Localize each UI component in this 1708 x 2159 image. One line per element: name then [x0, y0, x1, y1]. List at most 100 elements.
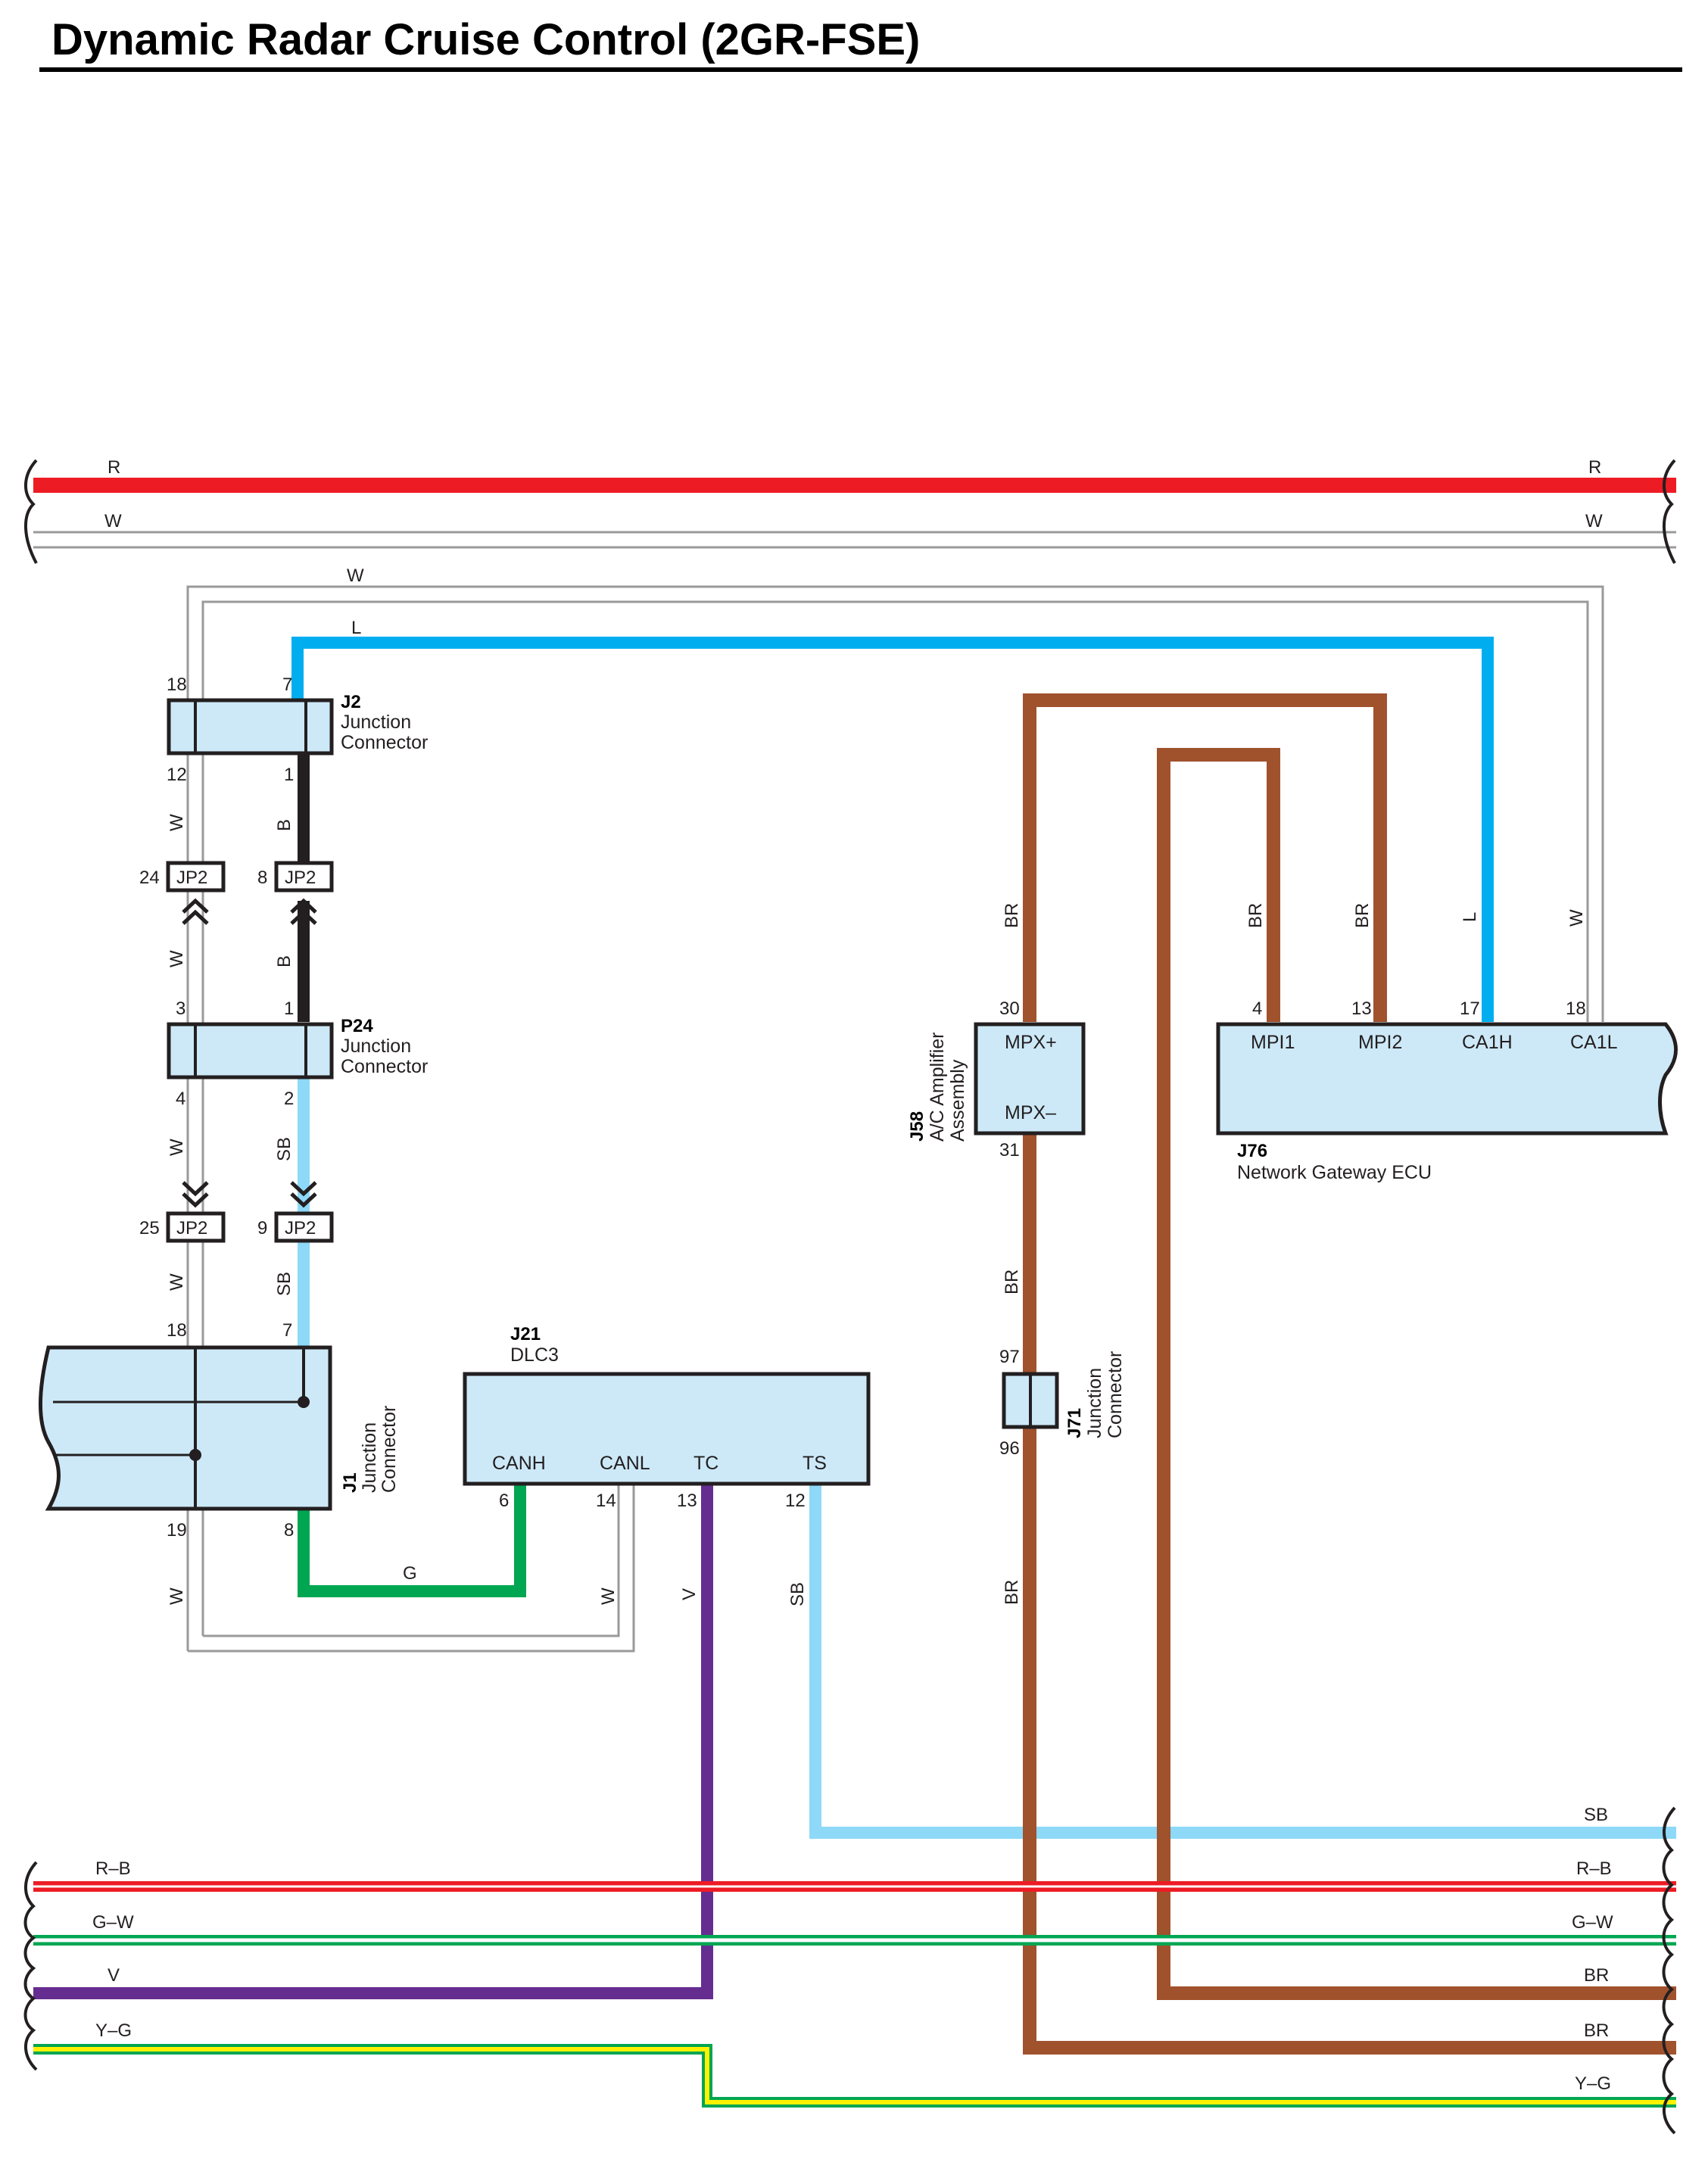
j21-id: J21	[510, 1324, 541, 1344]
jp2-8-id: JP2	[285, 868, 316, 888]
j21-pin-13: 13	[677, 1491, 697, 1511]
j21-term-canl: CANL	[600, 1453, 650, 1474]
wire-label-r-right: R	[1588, 457, 1601, 478]
jp2-8-pin: 8	[257, 868, 267, 888]
j2-pin-12: 12	[167, 765, 187, 785]
j58-term-mpx-plus: MPX+	[1005, 1032, 1057, 1053]
wire-label-v-1: V	[679, 1588, 700, 1600]
wire-label-sb-right: SB	[1584, 1805, 1608, 1825]
wire-label-gw-left: G–W	[92, 1912, 134, 1933]
j1-name-line2: Connector	[379, 1406, 400, 1493]
j2-pin-18: 18	[167, 674, 187, 695]
wire-g	[298, 1484, 526, 1597]
j58-pin-31: 31	[999, 1140, 1020, 1161]
j71-name-line2: Connector	[1105, 1351, 1126, 1438]
connector-j21: J21 DLC3 CANH CANL TC TS 6 14 13 12	[463, 1324, 871, 1511]
p24-name-line2: Connector	[341, 1056, 428, 1077]
connector-jp2-8: JP2 8	[257, 861, 334, 925]
wire-label-br-4: BR	[1002, 1270, 1022, 1294]
j1-pin-19: 19	[167, 1520, 187, 1541]
j1-pin-18: 18	[167, 1320, 187, 1341]
wire-label-rb-right: R–B	[1576, 1858, 1612, 1879]
wire-label-w-1: W	[167, 814, 187, 831]
j1-name-line1: Junction	[359, 1422, 380, 1493]
bus-break-left-top	[23, 459, 38, 564]
wire-label-b-1: B	[274, 819, 295, 831]
p24-pin-4: 4	[176, 1089, 185, 1109]
j2-pin-1: 1	[284, 765, 294, 785]
wire-w-top	[33, 531, 1676, 549]
bus-break-left-bottom	[23, 1861, 38, 2071]
j58-name-line1: A/C Amplifier	[927, 1033, 948, 1142]
j76-id: J76	[1237, 1141, 1267, 1161]
j71-pin-97: 97	[999, 1347, 1020, 1367]
wire-label-b-2: B	[274, 955, 295, 967]
j76-name: Network Gateway ECU	[1237, 1162, 1432, 1183]
j2-name-line2: Connector	[341, 732, 428, 753]
wire-label-rb-left: R–B	[95, 1858, 131, 1879]
wire-label-l: L	[351, 618, 361, 638]
wire-label-v-left: V	[108, 1965, 120, 1986]
connector-j71: 97 96 J71 Junction Connector	[999, 1347, 1126, 1459]
j1-id: J1	[340, 1472, 360, 1493]
j2-id: J2	[341, 692, 361, 712]
wire-label-w-3: W	[167, 1139, 187, 1156]
wire-label-w-4: W	[167, 1273, 187, 1291]
j21-pin-14: 14	[596, 1491, 616, 1511]
top-bus: R R W W	[23, 457, 1676, 564]
j1-pin-8: 8	[284, 1520, 294, 1541]
wire-br-inner	[1157, 748, 1676, 2000]
p24-name-line1: Junction	[341, 1036, 411, 1057]
wire-label-sb-3: SB	[787, 1582, 808, 1606]
jp2-24-arrow-icon	[182, 898, 209, 925]
wire-label-br-2: BR	[1245, 903, 1266, 928]
p24-pin-1: 1	[284, 998, 294, 1019]
wire-br-bottom	[1023, 1427, 1676, 2055]
j21-term-ts: TS	[803, 1453, 827, 1474]
j76-term-ca1l: CA1L	[1570, 1032, 1618, 1053]
jp2-9-arrow-icon	[290, 1181, 317, 1208]
wire-label-sb-1: SB	[274, 1137, 295, 1161]
bus-break-right-top	[1662, 459, 1676, 564]
jp2-25-arrow-icon	[182, 1181, 209, 1208]
connector-j76: MPI1 MPI2 CA1H CA1L 4 13 17 18 J76 Netwo…	[1216, 998, 1678, 1183]
wire-label-br-3: BR	[1352, 903, 1373, 928]
j76-pin-4: 4	[1252, 998, 1262, 1019]
j1-pin-7: 7	[282, 1320, 292, 1341]
connector-j58: MPX+ MPX– 30 31 J58 A/C Amplifier Assemb…	[907, 998, 1086, 1161]
wire-label-w-left: W	[104, 511, 122, 531]
j76-term-ca1h: CA1H	[1462, 1032, 1513, 1053]
wire-label-yg-left: Y–G	[95, 2020, 132, 2041]
j58-id: J58	[907, 1111, 927, 1142]
bus-break-right-bottom	[1662, 1806, 1676, 2135]
wire-label-w-5: W	[167, 1587, 187, 1605]
wire-label-r-left: R	[108, 457, 120, 478]
connector-j2: 18 7 12 1 J2 Junction Connector	[167, 674, 428, 785]
wire-sb-right	[809, 1484, 1676, 1839]
j2-pin-7: 7	[282, 674, 292, 695]
j58-term-mpx-minus: MPX–	[1005, 1102, 1056, 1123]
wire-label-sb-2: SB	[274, 1272, 295, 1296]
wire-label-w-right: W	[1585, 511, 1603, 531]
wire-y-g	[33, 2044, 1676, 2108]
j58-pin-30: 30	[999, 998, 1020, 1019]
wire-label-br-1: BR	[1002, 903, 1022, 928]
wire-label-gw-right: G–W	[1572, 1912, 1613, 1933]
wire-label-g: G	[403, 1563, 417, 1584]
j76-term-mpi2: MPI2	[1358, 1032, 1402, 1053]
p24-id: P24	[341, 1016, 373, 1036]
jp2-25-pin: 25	[139, 1218, 160, 1238]
jp2-9-pin: 9	[257, 1218, 267, 1238]
bottom-bus: SB R–B R–B G–W G–W V BR Y–G BR Y–G	[23, 1805, 1676, 2135]
j21-pin-6: 6	[499, 1491, 509, 1511]
j71-id: J71	[1064, 1408, 1085, 1438]
jp2-25-id: JP2	[176, 1218, 207, 1238]
wire-v	[33, 1484, 713, 1999]
wire-label-br-5: BR	[1002, 1580, 1022, 1605]
connector-j1: 18 7 19 8 J1 Junction Connector	[39, 1320, 400, 1541]
wire-br-outer	[1023, 693, 1387, 1022]
j21-term-canh: CANH	[492, 1453, 546, 1474]
j76-pin-17: 17	[1460, 998, 1480, 1019]
wire-label-br2-right: BR	[1584, 2020, 1609, 2041]
